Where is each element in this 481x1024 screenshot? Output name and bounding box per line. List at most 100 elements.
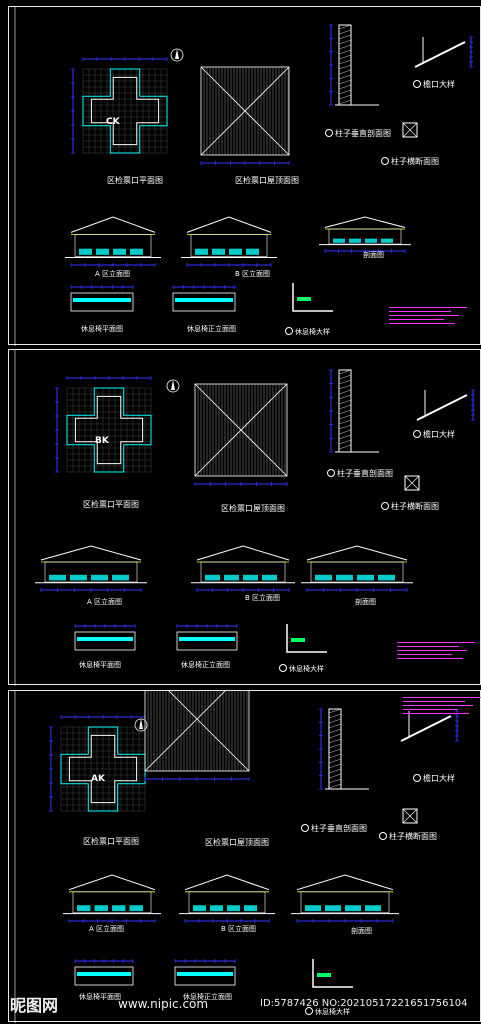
- roof-plan-title: 区检票口屋顶面图: [235, 176, 299, 185]
- roof-plan-title: 区检票口屋顶面图: [205, 838, 269, 847]
- plan-code-label: AK: [91, 774, 105, 784]
- circle-marker-icon: [381, 157, 389, 165]
- floor-plan-inner: [68, 734, 138, 804]
- roof-ridge: [200, 66, 290, 156]
- column-section-title: 柱子垂直剖面图: [301, 824, 367, 833]
- elevation-2-roof: [184, 874, 270, 891]
- bench-block: [365, 905, 381, 912]
- drawing-sheet-2: BK 区检票口平面图 区检票口屋顶面图 柱子垂直剖面图 柱子横断面图 檐口大样 …: [8, 349, 481, 686]
- bench-block: [336, 574, 353, 581]
- drawing-sheet-3: AK 区检票口平面图 区检票口屋顶面图 柱子垂直剖面图 柱子横断面图 檐口大样 …: [8, 690, 481, 1023]
- elevation-2-body: [188, 891, 266, 914]
- column-cross-title: 柱子横断面图: [381, 157, 439, 166]
- bench-2: [172, 292, 236, 312]
- floor-plan-outline: [66, 387, 152, 473]
- column-hatch: [338, 54, 352, 60]
- bench-block: [94, 905, 108, 912]
- column-hatch: [338, 424, 352, 430]
- bench-block: [210, 905, 223, 912]
- column-hatch: [328, 728, 342, 734]
- bench-2-seat: [177, 972, 233, 976]
- bench-2-seat: [179, 637, 235, 641]
- column-hatch: [328, 753, 342, 759]
- circle-marker-icon: [301, 824, 309, 832]
- bench-block: [262, 574, 277, 581]
- roof-plan-title: 区检票口屋顶面图: [221, 504, 285, 513]
- column-hatch: [338, 24, 352, 30]
- floor-plan-outline: [60, 726, 146, 812]
- column-hatch: [338, 444, 352, 450]
- watermark-logo: 昵图网: [10, 996, 59, 1015]
- bench-1-seat: [77, 637, 133, 641]
- column-hatch: [328, 718, 342, 724]
- eave-detail-title: 檐口大样: [413, 430, 455, 439]
- section-cross: [402, 808, 418, 824]
- column-hatch: [328, 768, 342, 774]
- bench-block: [305, 905, 321, 912]
- bench-elev-title: 休息椅正立面图: [183, 993, 232, 1001]
- bench-block: [193, 905, 206, 912]
- circle-marker-icon: [285, 327, 293, 335]
- roof-plan-hatch: [203, 67, 289, 155]
- column-hatch: [338, 384, 352, 390]
- bench-block: [91, 574, 108, 581]
- column-section-title: 柱子垂直剖面图: [327, 469, 393, 478]
- elevation-2-title: B 区立面图: [221, 925, 257, 933]
- plan-title: 区检票口平面图: [83, 500, 139, 509]
- section-title: 剖面图: [363, 251, 384, 259]
- bench-1-seat: [73, 298, 131, 302]
- column-hatch: [338, 64, 352, 70]
- column-hatch: [328, 748, 342, 754]
- column-hatch: [338, 69, 352, 75]
- elevation-3-body: [300, 891, 390, 914]
- bench-block: [365, 238, 377, 243]
- column-cross-section: [404, 475, 420, 491]
- sheet-2-graphics: [14, 350, 475, 686]
- column-hatch: [338, 389, 352, 395]
- column-cross-section: [402, 808, 418, 824]
- column-hatch: [338, 29, 352, 35]
- column-hatch: [338, 399, 352, 405]
- eave-detail-text: 檐口大样: [423, 774, 455, 783]
- column-hatch: [338, 44, 352, 50]
- elevation-2-title: B 区立面图: [245, 594, 281, 602]
- column-hatch: [328, 708, 342, 714]
- bench-block: [357, 574, 374, 581]
- bench-block: [227, 905, 240, 912]
- roof-plan-hatch-border: [194, 383, 288, 477]
- column-section-title: 柱子垂直剖面图: [325, 129, 391, 138]
- column-hatch: [338, 99, 352, 105]
- circle-marker-icon: [279, 664, 287, 672]
- bench-2: [174, 966, 236, 986]
- roof-plan-hatch-border: [144, 691, 250, 772]
- column-hatch: [328, 738, 342, 744]
- bench-detail-seat: [297, 297, 311, 301]
- bench-detail-title: 休息椅大样: [279, 664, 324, 673]
- bench-2: [176, 631, 238, 651]
- bench-block: [96, 248, 109, 255]
- bench-plan-title: 休息椅平面图: [79, 993, 121, 1001]
- elevation-3-body: [310, 561, 404, 583]
- image-id-text: ID:5787426 NO:20210517221651756104: [260, 998, 468, 1009]
- column-hatch: [338, 434, 352, 440]
- roof-plan-hatch-border: [200, 66, 290, 156]
- elevation-2-body: [200, 561, 286, 583]
- bench-block: [130, 248, 143, 255]
- column-hatch: [338, 39, 352, 45]
- bench-block: [77, 905, 91, 912]
- column-hatch: [338, 374, 352, 380]
- bench-block: [49, 574, 66, 581]
- column-hatch: [338, 429, 352, 435]
- column-hatch: [328, 713, 342, 719]
- column-hatch: [338, 394, 352, 400]
- bench-detail-line: [292, 283, 333, 312]
- bench-block: [70, 574, 87, 581]
- column-cross-section: [402, 122, 418, 138]
- circle-marker-icon: [327, 469, 335, 477]
- column-hatch: [338, 89, 352, 95]
- column-hatch: [338, 74, 352, 80]
- roof-plan-hatch: [147, 691, 248, 771]
- column-cross-text: 柱子横断面图: [389, 832, 437, 841]
- section-cross: [404, 475, 420, 491]
- design-notes: [397, 642, 475, 682]
